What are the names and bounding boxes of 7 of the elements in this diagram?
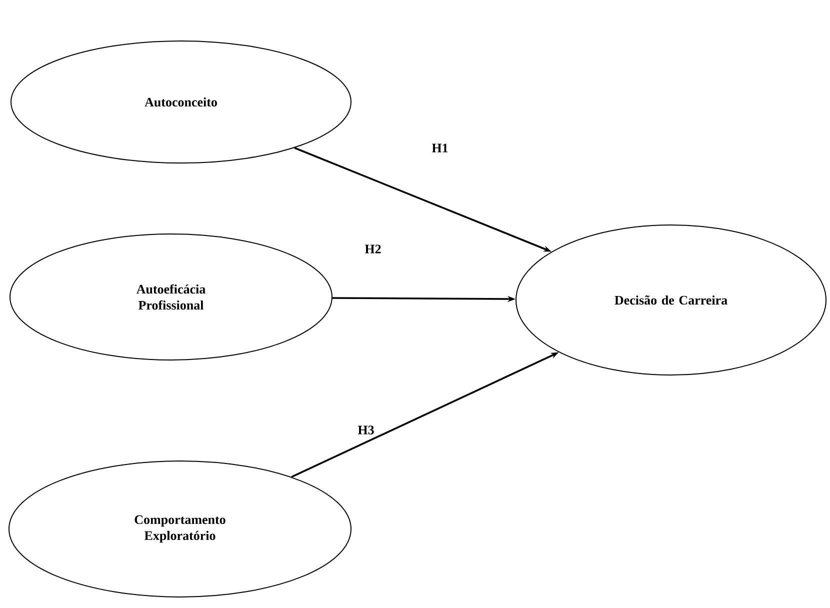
edge-label: H1	[432, 144, 448, 152]
ellipse-node: Comportamento Exploratório	[8, 460, 352, 598]
ellipse-node: Autoeficácia Profissional	[10, 234, 332, 360]
edge-label: H3	[358, 426, 374, 434]
ellipse-node: Decisão de Carreira	[516, 224, 826, 376]
edge-label: H2	[364, 244, 381, 254]
ellipse-node: Autoconceito	[10, 40, 352, 164]
